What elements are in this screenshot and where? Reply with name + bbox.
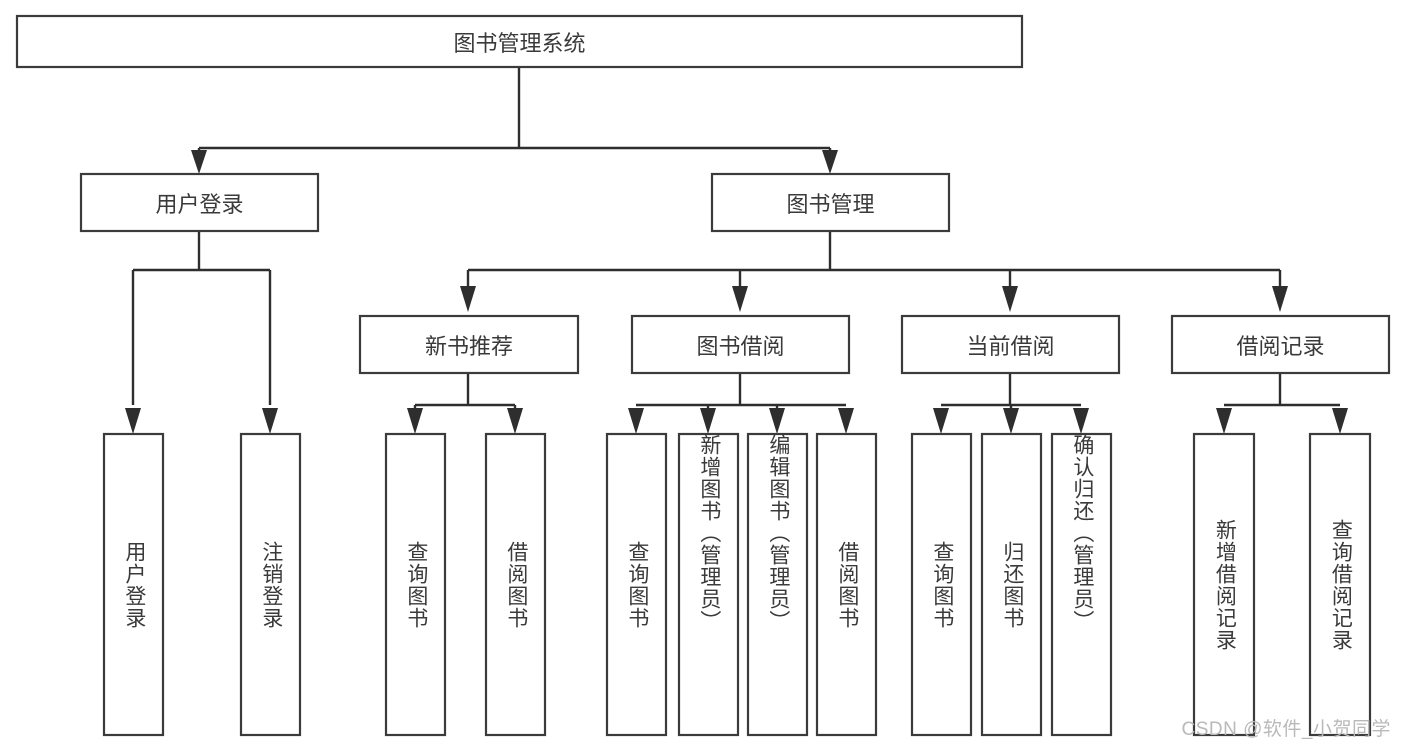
arrowhead-user-login [191, 150, 207, 174]
node-leaf-add-record[interactable] [1192, 432, 1256, 737]
node-leaf-add-book[interactable] [677, 432, 740, 737]
node-user-login[interactable] [79, 172, 320, 233]
connector-group-book-borrow [628, 373, 854, 434]
arrowhead-leaf-return-book [1003, 408, 1019, 434]
node-leaf-borrow-book-1[interactable] [484, 432, 547, 737]
arrowhead-leaf-logout-login [262, 408, 278, 434]
arrowhead-leaf-borrow-book-1 [507, 408, 523, 434]
arrowhead-book-manage [822, 150, 838, 174]
node-root[interactable] [15, 14, 1024, 69]
arrowhead-leaf-add-record [1216, 408, 1232, 434]
arrowhead-leaf-borrow-book-2 [838, 408, 854, 434]
connector-group-book-manage [460, 231, 1288, 312]
node-borrow-record[interactable] [1170, 314, 1391, 375]
arrowhead-leaf-query-book-2 [628, 408, 644, 434]
node-leaf-query-book-3[interactable] [910, 432, 973, 737]
connector-group-borrow-record [1216, 373, 1348, 434]
node-leaf-return-book[interactable] [980, 432, 1043, 737]
arrowhead-borrow-record [1272, 286, 1288, 312]
arrowhead-leaf-query-book-1 [407, 408, 423, 434]
node-leaf-confirm-return[interactable] [1050, 432, 1113, 737]
node-new-book-recommend[interactable] [358, 314, 580, 375]
arrowhead-leaf-user-login [125, 408, 141, 434]
connector-group-current-borrow [933, 373, 1089, 434]
node-current-borrow[interactable] [900, 314, 1121, 375]
node-book-manage[interactable] [710, 172, 951, 233]
node-leaf-user-login[interactable] [102, 432, 165, 737]
arrowhead-new-book-recommend [460, 286, 476, 312]
arrowhead-leaf-edit-book [769, 408, 785, 434]
connector-group-new-book [407, 373, 523, 434]
arrowhead-leaf-add-book [700, 408, 716, 434]
node-leaf-query-record[interactable] [1308, 432, 1372, 737]
node-leaf-logout-login[interactable] [239, 432, 302, 737]
arrowhead-current-borrow [1002, 286, 1018, 312]
node-leaf-query-book-2[interactable] [605, 432, 668, 737]
node-leaf-borrow-book-2[interactable] [815, 432, 878, 737]
arrowhead-leaf-confirm-return [1073, 408, 1089, 434]
node-leaf-edit-book[interactable] [746, 432, 809, 737]
connector-group-user-login [125, 231, 278, 434]
connector-group-root [191, 67, 838, 174]
node-book-borrow[interactable] [630, 314, 851, 375]
arrowhead-leaf-query-record [1332, 408, 1348, 434]
node-leaf-query-book-1[interactable] [384, 432, 447, 737]
arrowhead-leaf-query-book-3 [933, 408, 949, 434]
arrowhead-book-borrow [732, 286, 748, 312]
